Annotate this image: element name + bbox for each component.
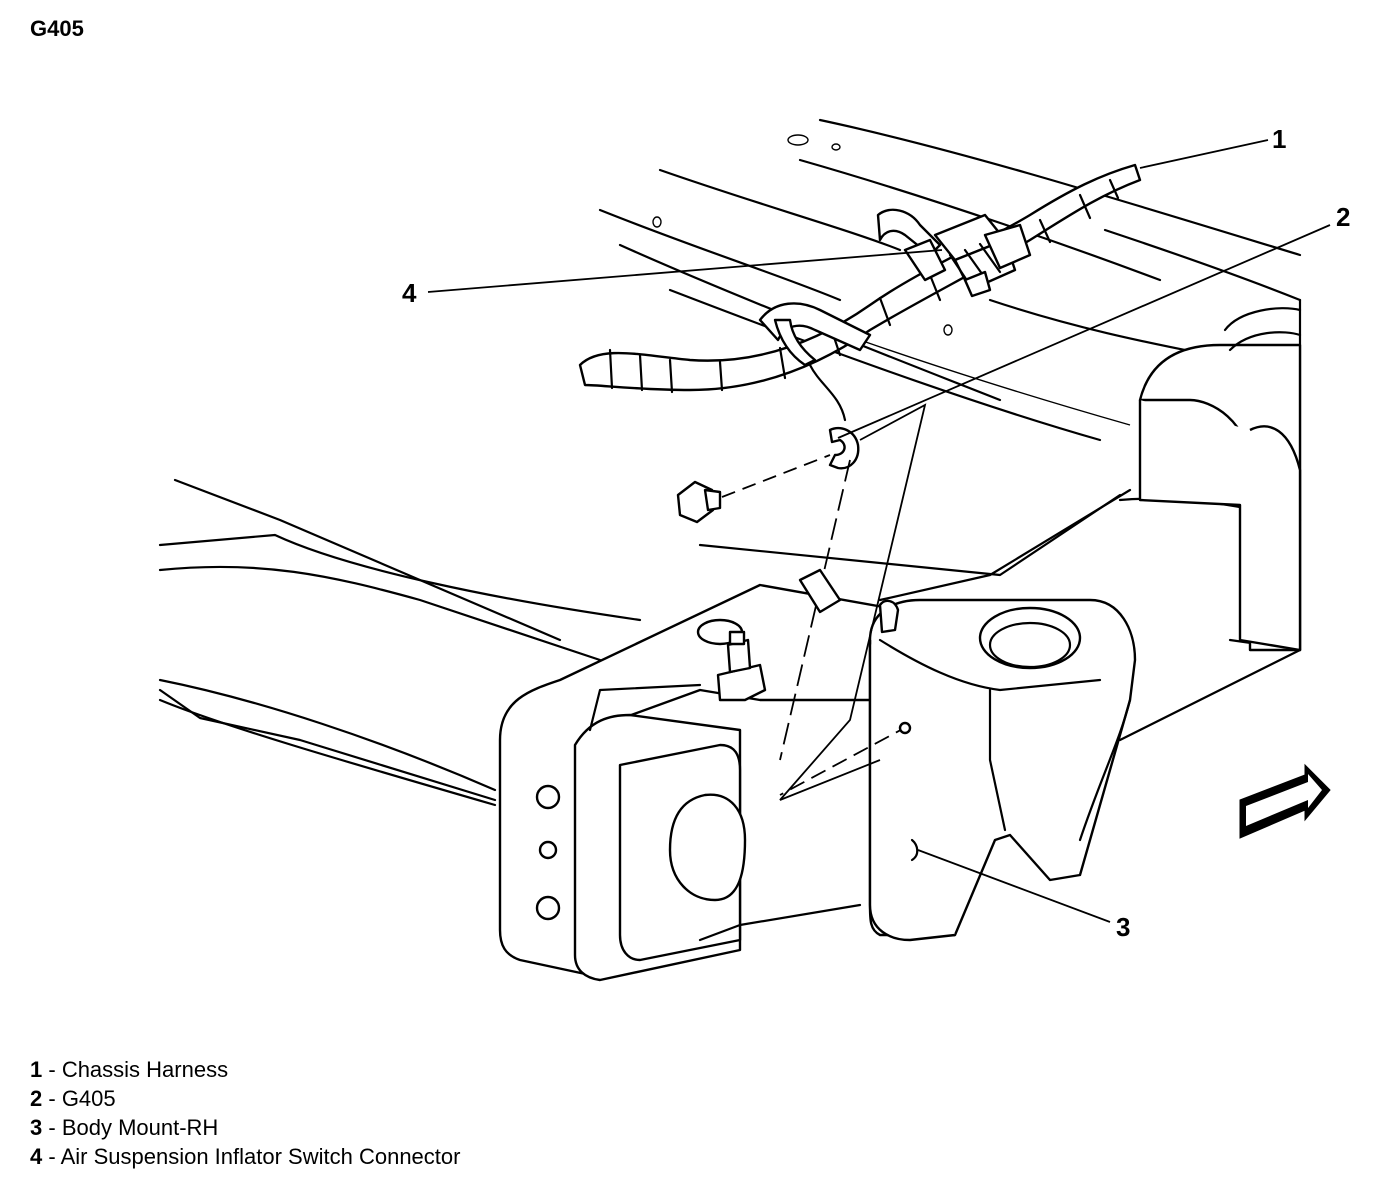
body-floor-panels — [598, 118, 1302, 442]
legend-separator: - — [42, 1115, 62, 1140]
legend-number: 1 — [30, 1057, 43, 1082]
legend-separator: - — [42, 1086, 62, 1111]
legend-item: 1 - Chassis Harness — [30, 1055, 460, 1084]
frame-end-bracket — [498, 583, 902, 982]
frame-rail — [158, 298, 1302, 807]
legend-separator: - — [42, 1057, 62, 1082]
legend-label: Air Suspension Inflator Switch Connector — [60, 1144, 461, 1169]
exploded-view-illustration: 1 2 3 4 — [158, 118, 1350, 982]
legend-label: Body Mount-RH — [61, 1115, 219, 1140]
forward-arrow-icon — [1239, 763, 1331, 839]
chassis-harness — [578, 163, 1142, 394]
legend-separator: - — [42, 1144, 61, 1169]
legend-item: 3 - Body Mount-RH — [30, 1113, 460, 1142]
body-mount-rh — [868, 598, 1137, 942]
frame-crossmember — [1138, 307, 1302, 652]
leader-1 — [1139, 139, 1269, 169]
legend-label: G405 — [61, 1086, 116, 1111]
callout-number-2: 2 — [1336, 202, 1350, 232]
legend-number: 2 — [30, 1086, 43, 1111]
legend-number: 4 — [30, 1144, 43, 1169]
callout-number-4: 4 — [402, 278, 417, 308]
ground-bolt — [676, 454, 831, 524]
legend-number: 3 — [30, 1115, 43, 1140]
alignment-guide-lines — [779, 403, 927, 801]
callout-leaders — [427, 139, 1331, 923]
inflator-switch-connector — [933, 213, 1032, 298]
grease-fitting — [716, 630, 767, 702]
leader-3 — [917, 849, 1111, 923]
leader-2 — [837, 224, 1331, 439]
callout-number-3: 3 — [1116, 912, 1130, 942]
legend-item: 4 - Air Suspension Inflator Switch Conne… — [30, 1142, 460, 1171]
callout-legend: 1 - Chassis Harness 2 - G405 3 - Body Mo… — [30, 1055, 460, 1171]
legend-label: Chassis Harness — [61, 1057, 229, 1082]
callout-number-1: 1 — [1272, 124, 1286, 154]
leader-4 — [427, 249, 943, 293]
legend-item: 2 - G405 — [30, 1084, 460, 1113]
ground-wire-terminal — [808, 363, 860, 470]
diagram-title: G405 — [30, 16, 84, 41]
